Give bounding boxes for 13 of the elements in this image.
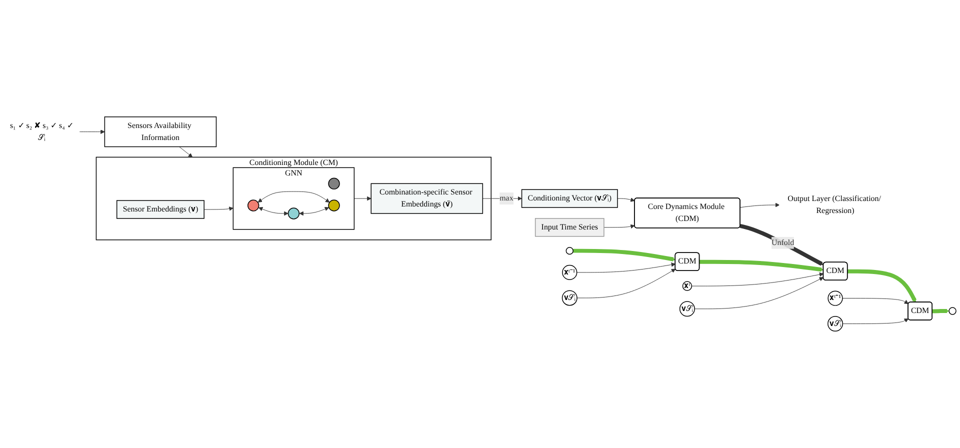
node-circle (247, 200, 260, 212)
node-circle (566, 246, 574, 255)
arrow (740, 224, 824, 266)
arrow (700, 260, 824, 272)
arrow (694, 277, 824, 310)
node-circle (328, 200, 340, 212)
node-circle (288, 208, 300, 220)
node-circle (948, 307, 956, 315)
arrow (573, 248, 676, 262)
arrow (932, 308, 950, 314)
arrow (848, 269, 917, 302)
node-circle (328, 178, 340, 190)
arrow (604, 224, 635, 229)
